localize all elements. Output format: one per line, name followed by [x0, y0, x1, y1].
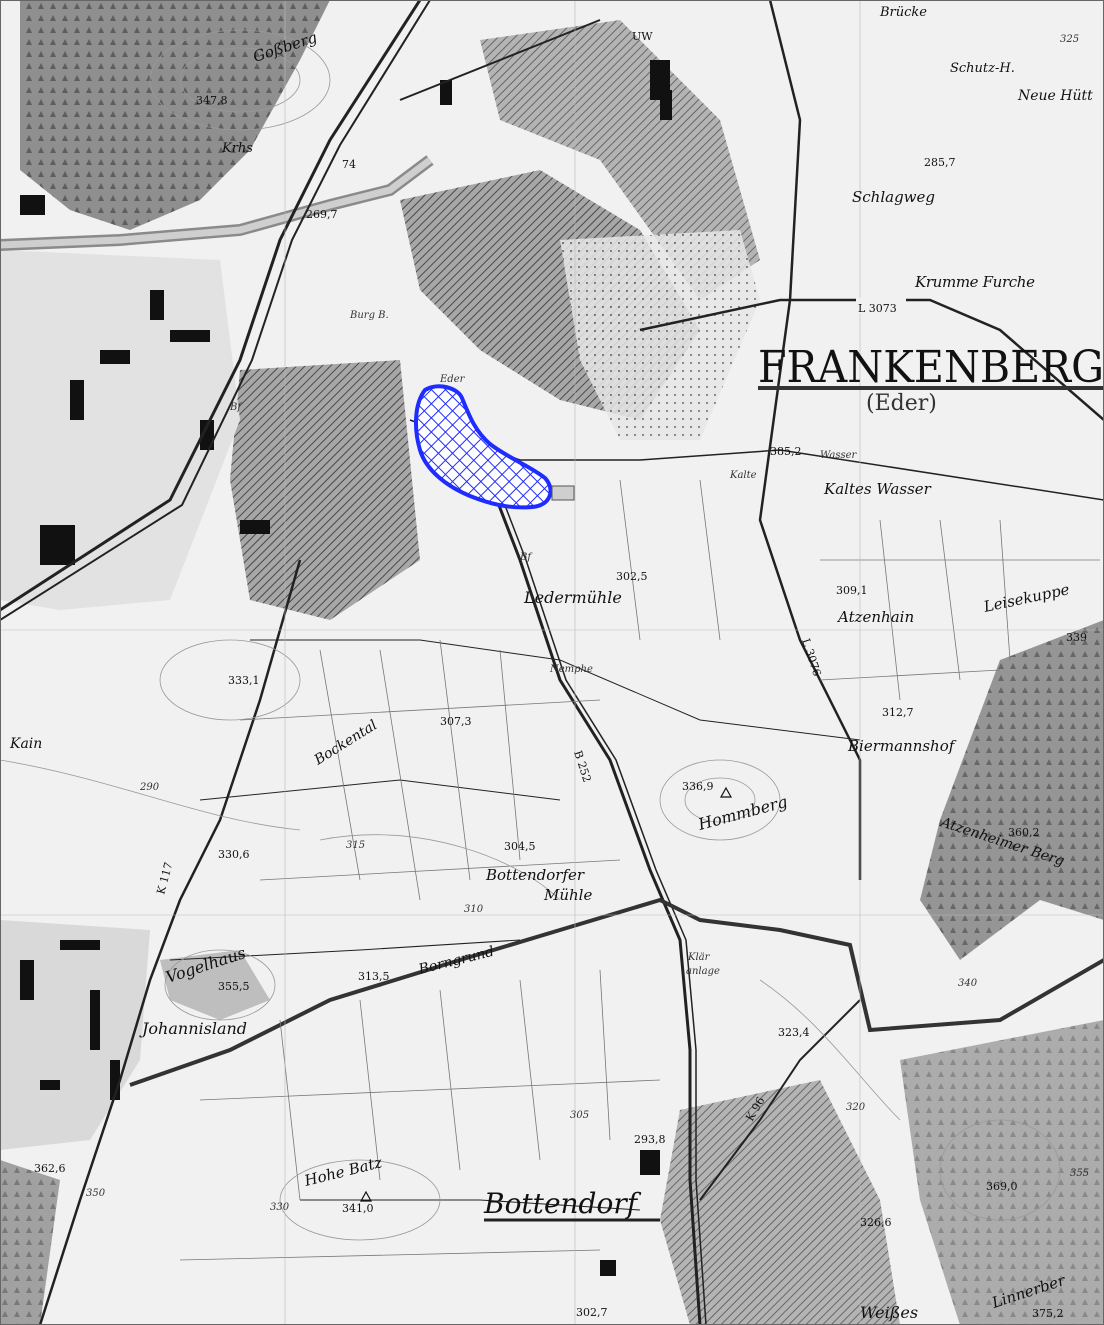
elevation-2697: 269,7 — [306, 208, 338, 221]
forest-area-southwest — [0, 1160, 60, 1325]
town-title-frankenberg: FRANKENBERG — [758, 342, 1104, 393]
elevation-3306: 330,6 — [218, 848, 250, 861]
elevation-2938: 293,8 — [634, 1133, 666, 1146]
label-burg-b: Burg B. — [349, 310, 389, 321]
contour-290: 290 — [139, 782, 160, 793]
trig-points — [359, 786, 733, 1202]
label-krhs: Krhs — [221, 141, 253, 156]
elevation-74: 74 — [342, 158, 356, 171]
elevation-3027: 302,7 — [576, 1306, 608, 1319]
trig-point-hommberg — [719, 786, 733, 798]
pond — [551, 485, 575, 501]
contour-355: 355 — [1070, 1168, 1089, 1179]
contour-315: 315 — [346, 840, 365, 851]
elevation-3752: 375,2 — [1032, 1307, 1064, 1320]
label-klar: Klär — [687, 952, 711, 963]
label-biermannshof: Biermannshof — [847, 737, 957, 755]
garden-area-east — [560, 230, 760, 440]
village-title-bottendorf: Bottendorf — [483, 1187, 642, 1220]
town-subtitle-eder: (Eder) — [866, 391, 937, 416]
label-kain: Kain — [9, 736, 42, 752]
contour-325: 325 — [1060, 34, 1079, 45]
label-anlage: anlage — [686, 966, 720, 977]
elevation-3410: 341,0 — [342, 1202, 374, 1215]
elevation-347: 347,8 — [196, 94, 228, 107]
label-kaltes-wasser: Kaltes Wasser — [823, 480, 932, 498]
elevation-3135: 313,5 — [358, 970, 390, 983]
highlighted-area[interactable] — [413, 384, 553, 510]
label-brucke: Brücke — [879, 5, 927, 20]
label-schutz-h: Schutz-H. — [950, 61, 1015, 76]
forest-area-southeast — [900, 1020, 1104, 1325]
elevation-339: 339 — [1066, 631, 1087, 644]
label-johannisland: Johannisland — [139, 1019, 247, 1038]
railway-lines — [0, 0, 601, 621]
contour-lines — [0, 29, 1061, 1241]
label-neue-hutte: Neue Hütt — [1017, 88, 1093, 104]
forest-area-east — [920, 620, 1104, 960]
label-nemphe: Nemphe — [549, 664, 593, 675]
elevation-3266: 326,6 — [860, 1216, 892, 1229]
urban-area-north — [480, 20, 760, 300]
building-blocks — [20, 60, 672, 1276]
elevation-3073: 307,3 — [440, 715, 472, 728]
label-muhle: Mühle — [543, 886, 592, 904]
label-bottendorfer: Bottendorfer — [485, 866, 585, 884]
forest-area-vogelhaus — [160, 950, 270, 1020]
contour-330: 330 — [270, 1202, 290, 1213]
elevation-3091: 309,1 — [836, 584, 868, 597]
urban-area-west — [230, 360, 420, 620]
label-bf-west: Bf — [229, 402, 243, 413]
label-kalte: Kalte — [729, 470, 757, 481]
elevation-labels: 347,8 269,7 74 285,7 385,2 302,5 309,1 3… — [34, 34, 1089, 1320]
elevation-3045: 304,5 — [504, 840, 536, 853]
contour-310: 310 — [464, 904, 484, 915]
trig-point-hohe-batz — [359, 1190, 373, 1202]
label-eder: Eder — [439, 374, 466, 385]
contour-305: 305 — [570, 1110, 589, 1121]
label-weisses: Weißes — [860, 1303, 918, 1322]
elevation-3234: 323,4 — [778, 1026, 810, 1039]
field-boundaries — [179, 479, 1100, 1261]
elevation-3369: 336,9 — [682, 780, 714, 793]
elevation-3602: 360,2 — [1008, 826, 1040, 839]
urban-area-bottendorf — [660, 1080, 900, 1325]
elevation-3555: 355,5 — [218, 980, 250, 993]
label-wasser: Wasser — [820, 450, 858, 461]
label-krumme-furche: Krumme Furche — [914, 273, 1035, 291]
elevation-3690: 369,0 — [986, 1180, 1018, 1193]
elevation-3127: 312,7 — [882, 706, 914, 719]
label-bf-south: Bf — [519, 552, 533, 563]
contour-350: 350 — [86, 1188, 106, 1199]
elevation-2857: 285,7 — [924, 156, 956, 169]
contour-320: 320 — [846, 1102, 866, 1113]
label-ledermuhle: Ledermühle — [523, 588, 622, 607]
elevation-3852: 385,2 — [770, 445, 802, 458]
label-atzenhain: Atzenhain — [836, 608, 914, 626]
elevation-3331: 333,1 — [228, 674, 260, 687]
contour-340: 340 — [958, 978, 978, 989]
label-schlagweg: Schlagweg — [852, 188, 935, 206]
road-label-l3073: L 3073 — [858, 302, 897, 315]
elevation-3025: 302,5 — [616, 570, 648, 583]
elevation-3626: 362,6 — [34, 1162, 66, 1175]
label-uw: UW — [632, 30, 653, 43]
